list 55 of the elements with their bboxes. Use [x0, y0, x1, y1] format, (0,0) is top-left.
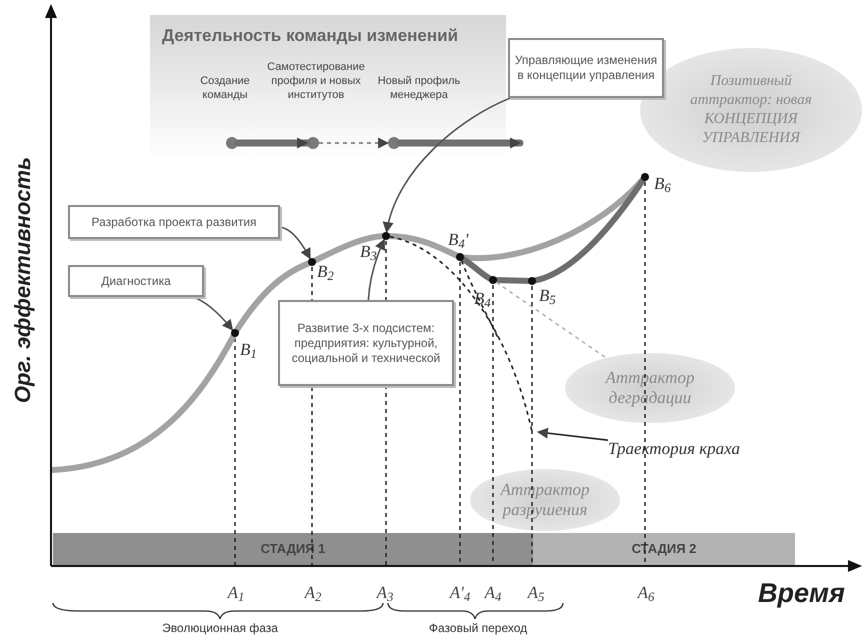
callout-box: [508, 38, 664, 98]
arrow: [234, 138, 310, 148]
curve-point: [308, 258, 316, 266]
stage-label: СТАДИЯ 1: [260, 540, 326, 558]
step-label: Создание команды: [199, 74, 251, 102]
time-label: A$_{5}$: [526, 582, 546, 604]
panel-heading: Деятельность команды изменений: [162, 25, 458, 47]
time-label: A$_{3}$: [374, 582, 394, 604]
point-label: B$_{1}$: [240, 340, 258, 362]
phase-label: Эволюционная фаза: [161, 620, 279, 637]
point-label: B$_{4}$: [474, 289, 492, 311]
callout-box: [68, 205, 280, 239]
arrow: [383, 97, 511, 234]
box-text: Разработка проекта развития: [91, 214, 257, 230]
annotation-text-line: Траектория краха: [608, 438, 740, 460]
curve-point: [489, 276, 497, 284]
stage-band: [53, 533, 533, 565]
curve-point: [456, 253, 464, 261]
arrow: [396, 138, 524, 148]
time-label: A'$_{4}$: [448, 582, 472, 604]
dashed-trajectory: [460, 260, 499, 338]
point-label: B$_{4}$': [448, 230, 470, 252]
time-label: A$_{4}$: [482, 582, 502, 604]
phase-label: Фазовый переход: [428, 620, 528, 637]
box-text: Диагностика: [101, 274, 171, 288]
arrow: [280, 226, 311, 260]
stage-label: СТАДИЯ 2: [632, 540, 696, 558]
box-text: Управляющие изменения в концепции управления: [514, 53, 658, 83]
point-label: B$_{5}$: [539, 286, 557, 308]
dashed-trajectory: [390, 236, 533, 432]
point-label: B$_{6}$: [654, 174, 672, 196]
callout-box: [278, 300, 454, 386]
arrow: [368, 238, 386, 300]
time-label: A$_{2}$: [302, 582, 322, 604]
point-label: B$_{3}$: [360, 242, 378, 264]
curve-point: [231, 329, 239, 337]
box-text: Развитие 3-х подсистем: предприятия: культурной, социальной и технической: [290, 320, 442, 366]
arrow: [319, 138, 390, 148]
step-label: Самотестирование профиля и новых институтов: [266, 60, 366, 102]
time-label: A$_{1}$: [226, 582, 246, 604]
curve-point: [382, 232, 390, 240]
point-label: B$_{2}$: [317, 262, 335, 284]
axis-title: Время: [758, 576, 846, 610]
attractor-text: Позитивный аттрактор: новая КОНЦЕПЦИЯ УПРАВЛЕНИЯ: [689, 72, 813, 148]
attractor-text: Аттрактор деградации: [604, 368, 696, 408]
dashed-trajectory: [496, 282, 607, 359]
callout-box: [68, 265, 204, 297]
stage-band: [533, 533, 795, 565]
step-label: Новый профиль менеджера: [376, 74, 462, 102]
arrow: [536, 428, 608, 441]
attractor-text: Аттрактор разрушения: [500, 480, 590, 520]
curve-point: [528, 277, 536, 285]
curve-point: [641, 173, 649, 181]
time-label: A$_{6}$: [636, 582, 656, 604]
axis-title: Орг. эффективность: [8, 156, 36, 406]
